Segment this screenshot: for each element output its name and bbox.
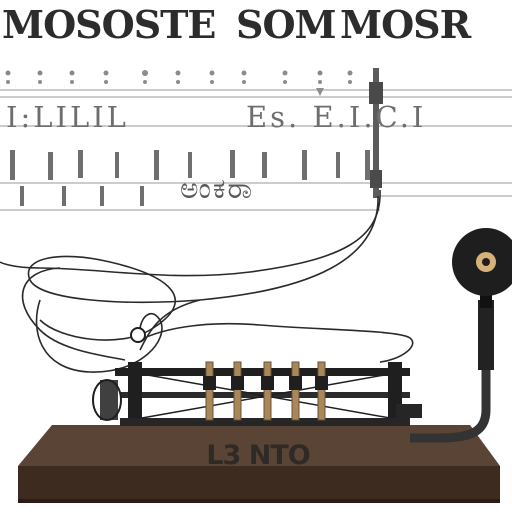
notation-row-3: ಅಂಕರಾ [180, 172, 255, 205]
notation-row-1-right: Es. E.I.C.I [246, 100, 427, 134]
notation-marks-row-2 [10, 150, 370, 206]
cable-knob [130, 327, 146, 343]
brass-rods [205, 361, 326, 421]
notation-marks-row-1 [5, 70, 353, 96]
paper-rule-lines [0, 89, 512, 211]
headline-word-2: SOM [236, 2, 337, 47]
notation-row-1-left: I:LILIL [6, 100, 129, 134]
headline-word-1: MOSOSTE [2, 2, 216, 47]
headline-word-3: MOSR [340, 2, 471, 47]
sounder-receiver [396, 228, 512, 443]
telegraph-cables [0, 189, 414, 373]
telegraph-key-frame [92, 362, 410, 426]
chart-post [369, 68, 383, 198]
base-label: L3 NTO [206, 440, 310, 471]
rod-caps [203, 376, 328, 390]
wooden-base [18, 425, 500, 503]
